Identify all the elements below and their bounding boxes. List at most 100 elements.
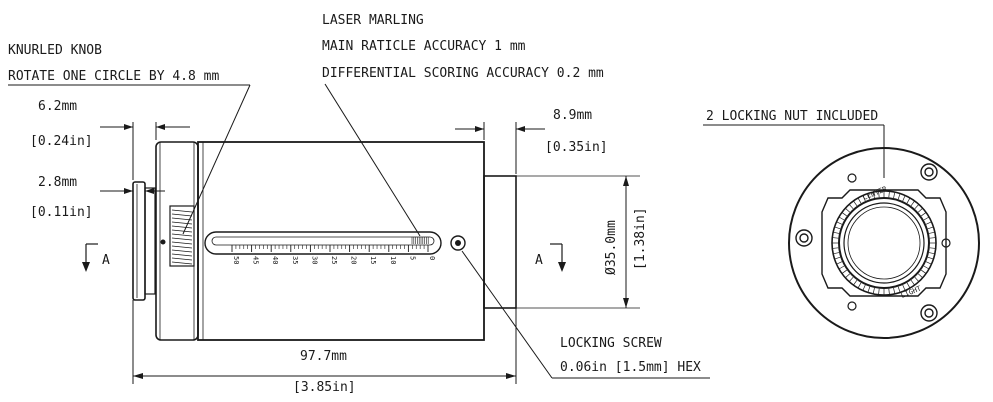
ring-tooth bbox=[917, 273, 923, 279]
ring-tooth bbox=[838, 265, 845, 270]
ring-tooth bbox=[921, 269, 927, 274]
ring-tooth bbox=[848, 276, 854, 282]
knurl-line bbox=[171, 249, 193, 253]
callout-locking-nut: 2 LOCKING NUT INCLUDED bbox=[706, 109, 878, 124]
ring-tooth bbox=[853, 280, 858, 286]
ring-tooth bbox=[923, 265, 930, 270]
callout-knurled-knob-title: KNURLED KNOB bbox=[8, 43, 102, 58]
leader-laser bbox=[324, 83, 421, 237]
locking-screw bbox=[450, 235, 466, 251]
ring-tooth bbox=[910, 280, 915, 286]
scale-label: 40 bbox=[271, 256, 279, 264]
pivot-dot bbox=[160, 239, 166, 245]
dim-6-2in: [0.24in] bbox=[30, 134, 93, 149]
scale-ticks bbox=[231, 237, 429, 252]
scale-label: 0 bbox=[428, 256, 436, 260]
scale-label: 5 bbox=[408, 256, 416, 260]
ring-tooth bbox=[878, 288, 880, 295]
knurl-line bbox=[171, 233, 193, 237]
section-mark-right bbox=[550, 243, 566, 272]
section-mark-left bbox=[82, 243, 98, 272]
leader-locking-screw bbox=[461, 250, 710, 379]
ring-tooth bbox=[914, 276, 920, 282]
ring-teeth bbox=[832, 191, 936, 295]
ring-tooth bbox=[862, 284, 866, 291]
knurl-lines bbox=[171, 209, 193, 265]
knurl-line bbox=[171, 217, 193, 221]
locking-screw-hex bbox=[455, 240, 461, 246]
leader-knurled-knob bbox=[8, 84, 251, 235]
scale-label: 25 bbox=[330, 256, 338, 264]
rear-flange bbox=[132, 181, 146, 301]
scale-label: 20 bbox=[350, 256, 358, 264]
dim-2-8in: [0.11in] bbox=[30, 205, 93, 220]
inner-bore-ring bbox=[838, 197, 930, 289]
mount-screw-bottom-right bbox=[920, 304, 938, 322]
scale-label: 50 bbox=[232, 256, 240, 264]
callout-locking-screw-hex: 0.06in [1.5mm] HEX bbox=[560, 360, 701, 375]
ring-tooth bbox=[928, 252, 935, 255]
ring-tooth bbox=[832, 237, 839, 239]
ring-tooth bbox=[927, 226, 934, 230]
section-label-right: A bbox=[535, 253, 543, 268]
ring-tooth bbox=[888, 191, 890, 198]
ring-tooth bbox=[867, 286, 871, 293]
scale-label: 35 bbox=[291, 256, 299, 264]
ring-tooth bbox=[914, 204, 920, 210]
ring-tooth bbox=[878, 191, 880, 198]
dim-diameter-in: [1.38in] bbox=[633, 207, 648, 270]
ring-tooth bbox=[836, 221, 843, 225]
callout-laser-title: LASER MARLING bbox=[322, 13, 424, 28]
ring-tooth bbox=[841, 212, 847, 217]
ring-tooth bbox=[834, 256, 841, 260]
knurl-line bbox=[171, 261, 193, 265]
section-label-left: A bbox=[102, 253, 110, 268]
end-view-outer-ring bbox=[788, 147, 980, 339]
flange-neck bbox=[144, 187, 156, 295]
knurl-line bbox=[171, 241, 193, 245]
ring-tooth bbox=[833, 231, 840, 234]
ring-tooth bbox=[906, 282, 911, 289]
ring-tooth bbox=[893, 192, 896, 199]
dim-8-9in: [0.35in] bbox=[545, 140, 608, 155]
ring-tooth bbox=[841, 269, 847, 274]
ring-tooth bbox=[910, 200, 915, 206]
scale-label: 10 bbox=[389, 256, 397, 264]
scale-label: 30 bbox=[310, 256, 318, 264]
ring-tooth bbox=[857, 282, 862, 289]
knurl-line bbox=[171, 209, 193, 213]
pin-hole-right bbox=[941, 238, 951, 248]
scale-slot bbox=[204, 231, 442, 255]
dimension-lines bbox=[100, 122, 640, 384]
locking-nut-outline bbox=[821, 189, 947, 297]
ring-tooth bbox=[906, 197, 911, 204]
ring-tooth bbox=[836, 261, 843, 265]
ring-tooth bbox=[872, 192, 875, 199]
mount-screw-top-right bbox=[920, 163, 938, 181]
ring-tooth bbox=[832, 247, 839, 249]
front-nose bbox=[483, 175, 517, 309]
knurled-knob bbox=[169, 205, 195, 267]
ring-tooth bbox=[923, 216, 930, 221]
ring-tooth bbox=[838, 216, 845, 221]
ring-tooth bbox=[917, 207, 923, 213]
pin-hole-top bbox=[847, 173, 857, 183]
callout-laser-diff: DIFFERENTIAL SCORING ACCURACY 0.2 mm bbox=[322, 66, 604, 81]
callout-locking-screw-title: LOCKING SCREW bbox=[560, 336, 662, 351]
dim-6-2mm: 6.2mm bbox=[38, 99, 77, 114]
knurl-line bbox=[171, 229, 193, 233]
ring-tooth bbox=[902, 284, 906, 291]
callout-knurled-knob-detail: ROTATE ONE CIRCLE BY 4.8 mm bbox=[8, 69, 219, 84]
ring-tooth bbox=[833, 252, 840, 255]
ring-tooth bbox=[867, 193, 871, 200]
ring-tooth bbox=[888, 288, 890, 295]
ring-tooth bbox=[929, 237, 936, 239]
ring-tooth bbox=[853, 200, 858, 206]
knurl-line bbox=[171, 245, 193, 249]
knurl-line bbox=[171, 257, 193, 261]
callout-laser-main: MAIN RATICLE ACCURACY 1 mm bbox=[322, 39, 526, 54]
ring-tooth bbox=[834, 226, 841, 230]
scale-label: 45 bbox=[252, 256, 260, 264]
knurl-line bbox=[171, 237, 193, 241]
